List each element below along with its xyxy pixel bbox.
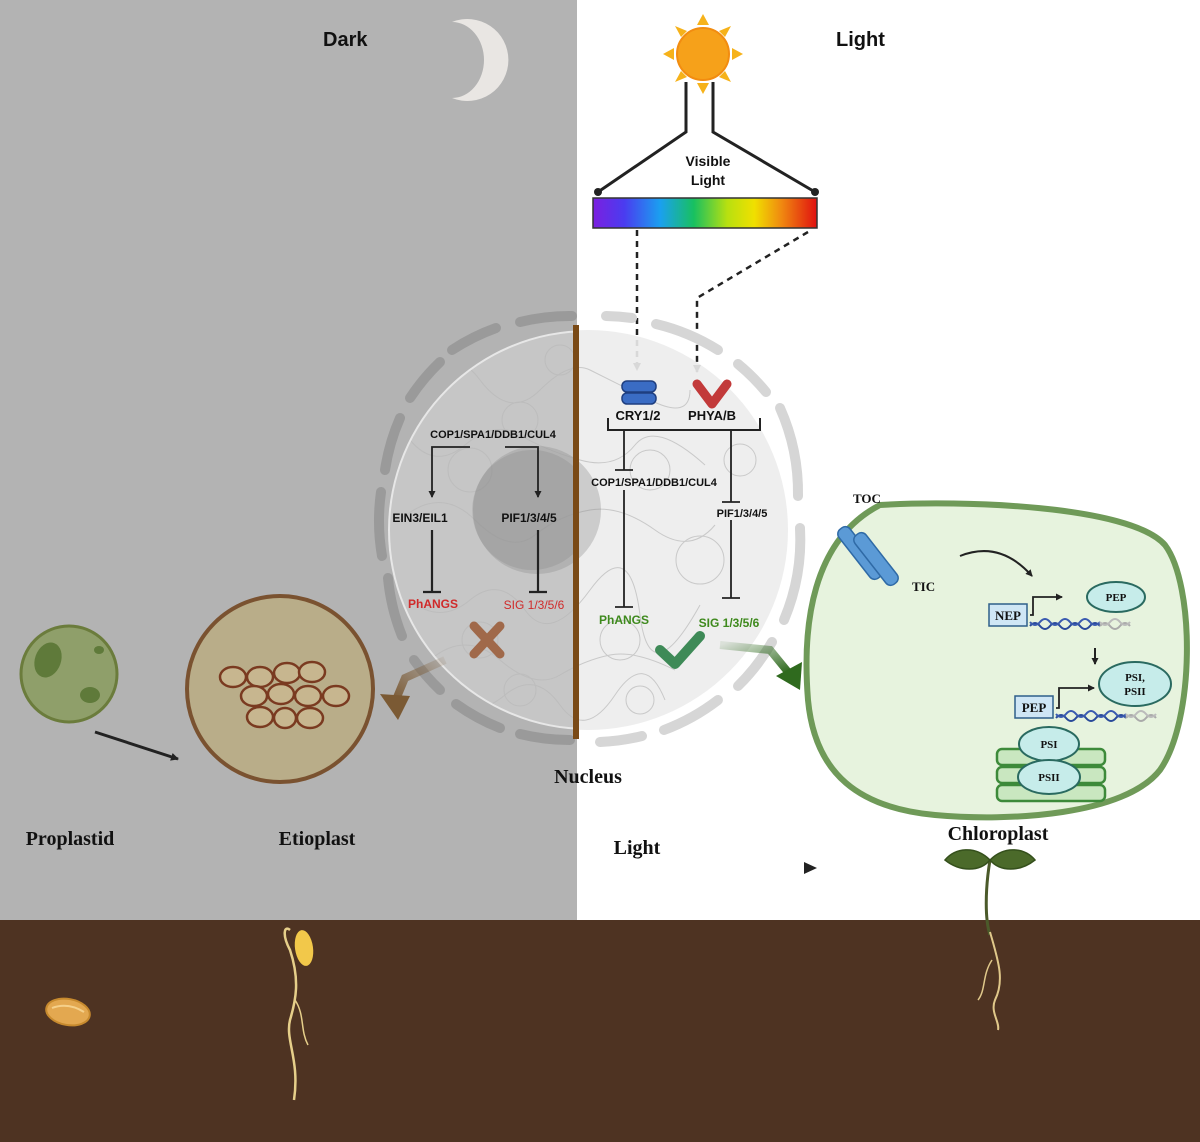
nep-label: NEP [995, 608, 1021, 623]
proplastid [19, 624, 119, 724]
ps-oval-label-2: PSII [1124, 686, 1145, 698]
soil [0, 920, 1200, 1142]
check-icon [655, 631, 705, 669]
ps-oval-label-1: PSI, [1125, 672, 1145, 684]
psii-oval [1017, 759, 1081, 795]
receptor-bracket [607, 418, 761, 431]
dna-strand-2 [1055, 710, 1157, 722]
chloroplast [803, 500, 1190, 821]
psii-label: PSII [1038, 772, 1059, 784]
dark-sig-label: SIG 1/3/5/6 [504, 598, 565, 612]
moon-icon [452, 18, 509, 102]
psi-label: PSI [1040, 739, 1057, 751]
cross-icon [469, 621, 505, 659]
seedling-icon [943, 849, 1037, 1031]
light-pif-label: PIF1/3/4/5 [717, 508, 768, 520]
visible-light-label-2: Light [691, 172, 726, 188]
etiolated-seedling-icon [283, 927, 314, 1101]
import-arrow [959, 550, 1033, 577]
nucleus-label: Nucleus [554, 766, 622, 788]
to-etioplast-arrow [380, 656, 447, 720]
toc-label: TOC [853, 491, 881, 506]
pep-box-label: PEP [1022, 700, 1047, 715]
pep-box [1014, 695, 1054, 719]
proplastid-label: Proplastid [26, 828, 115, 850]
light-phangs-label: PhANGS [599, 613, 649, 627]
bottom-light-label: Light [614, 837, 661, 859]
light-panel-title: Light [836, 29, 885, 51]
toc-tic-channel-icon [837, 525, 899, 587]
nep-box [988, 603, 1028, 627]
dark-phangs-label: PhANGS [408, 597, 458, 611]
etioplast-label: Etioplast [279, 828, 356, 850]
proplastid-to-etioplast-arrow [94, 730, 179, 761]
seed-icon [45, 997, 91, 1027]
chloroplast-label: Chloroplast [948, 823, 1049, 845]
visible-light-label-1: Visible [686, 153, 731, 169]
sun-beam-left [597, 82, 688, 194]
tic-label: TIC [912, 579, 935, 594]
sun-beam-right [711, 82, 816, 194]
ps-oval [1098, 661, 1172, 707]
dark-complex-label: COP1/SPA1/DDB1/CUL4 [430, 429, 557, 441]
cry-label: CRY1/2 [615, 408, 660, 423]
pep-oval [1086, 581, 1146, 613]
pep-oval-label: PEP [1106, 592, 1127, 604]
dark-panel-title: Dark [323, 29, 368, 51]
cry-receptor-icon [621, 380, 657, 405]
red-light-arrow [693, 230, 809, 373]
visible-spectrum-bar [592, 197, 818, 229]
dark-ein-label: EIN3/EIL1 [392, 511, 448, 525]
dark-pif-label: PIF1/3/4/5 [501, 511, 557, 525]
phy-label: PHYA/B [688, 408, 736, 423]
etioplast [185, 594, 375, 784]
phy-receptor-icon [692, 379, 732, 409]
light-complex-label: COP1/SPA1/DDB1/CUL4 [591, 477, 718, 489]
dna-strand-1 [1029, 618, 1131, 630]
light-sig-label: SIG 1/3/5/6 [699, 616, 760, 630]
to-chloroplast-arrow [719, 641, 802, 690]
sun-icon [663, 14, 743, 94]
